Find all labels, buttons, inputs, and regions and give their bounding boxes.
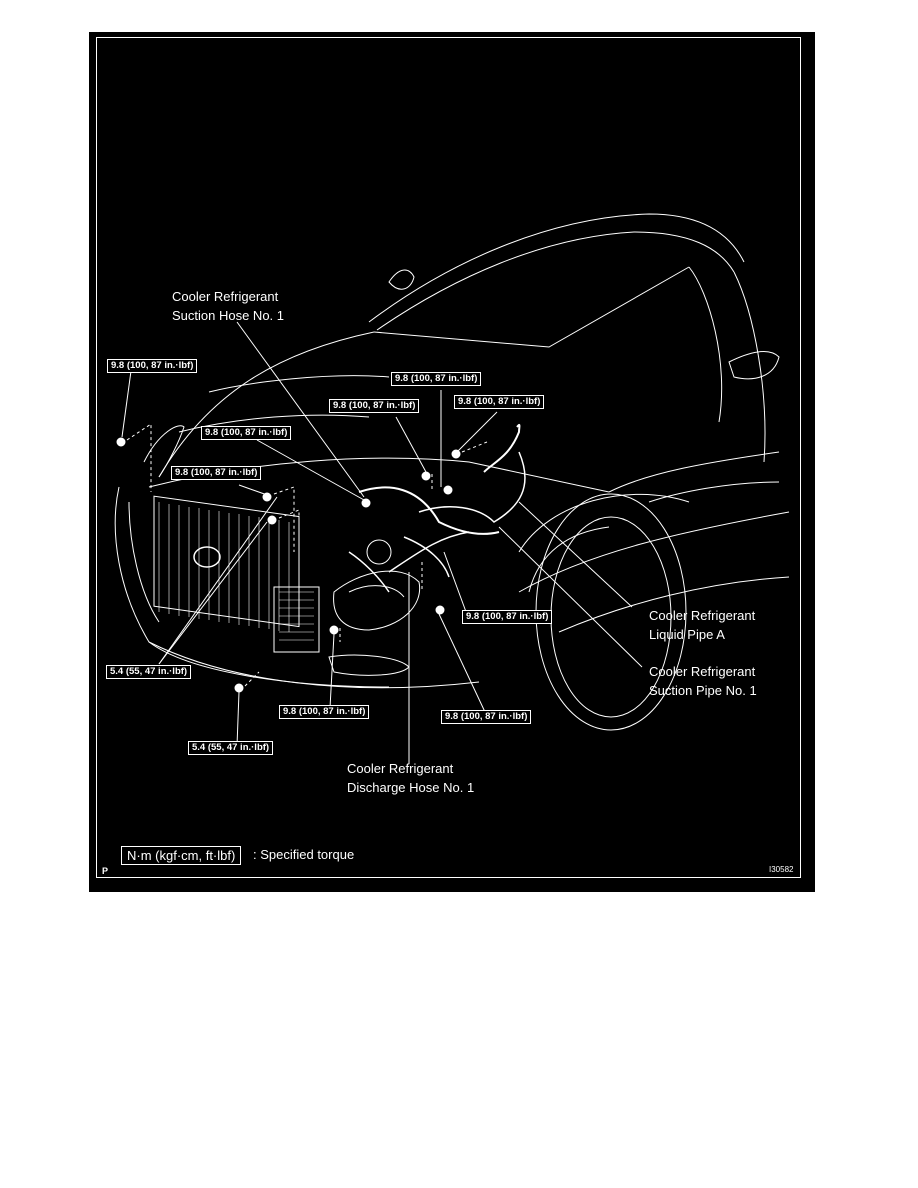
- callout-line: Cooler Refrigerant: [649, 664, 756, 679]
- torque-label: 9.8 (100, 87 in.·lbf): [441, 710, 532, 724]
- torque-label: 9.8 (100, 87 in.·lbf): [279, 705, 370, 719]
- callout-line: Suction Hose No. 1: [172, 308, 285, 323]
- callout-line: Cooler Refrigerant: [172, 289, 279, 304]
- callout-line: Discharge Hose No. 1: [347, 780, 475, 795]
- figure-id: I30582: [769, 865, 794, 874]
- car-ac-line-art: [114, 213, 790, 764]
- callout-line: Suction Pipe No. 1: [649, 683, 757, 698]
- torque-label: 9.8 (100, 87 in.·lbf): [329, 399, 420, 413]
- callout-liquid-pipe: Cooler Refrigerant Liquid Pipe A: [649, 606, 755, 644]
- diagram-frame: [96, 37, 801, 878]
- torque-label: 5.4 (55, 47 in.·lbf): [188, 741, 274, 755]
- callout-suction-pipe: Cooler Refrigerant Suction Pipe No. 1: [649, 662, 757, 700]
- callout-line: Liquid Pipe A: [649, 627, 725, 642]
- callout-line: Cooler Refrigerant: [649, 608, 756, 623]
- diagram-figure: Cooler Refrigerant Suction Hose No. 1 Co…: [89, 32, 815, 892]
- torque-label: 9.8 (100, 87 in.·lbf): [171, 466, 262, 480]
- callout-discharge-hose: Cooler Refrigerant Discharge Hose No. 1: [347, 759, 474, 797]
- callout-line: Cooler Refrigerant: [347, 761, 454, 776]
- torque-label: 9.8 (100, 87 in.·lbf): [454, 395, 545, 409]
- legend-description: : Specified torque: [253, 847, 355, 862]
- torque-label: 9.8 (100, 87 in.·lbf): [391, 372, 482, 386]
- torque-unit-legend: N·m (kgf·cm, ft·lbf): [121, 846, 242, 865]
- corner-letter: P: [102, 866, 109, 876]
- torque-label: 9.8 (100, 87 in.·lbf): [201, 426, 292, 440]
- torque-label: 5.4 (55, 47 in.·lbf): [106, 665, 192, 679]
- torque-label: 9.8 (100, 87 in.·lbf): [462, 610, 553, 624]
- callout-suction-hose: Cooler Refrigerant Suction Hose No. 1: [172, 287, 284, 325]
- torque-label: 9.8 (100, 87 in.·lbf): [107, 359, 198, 373]
